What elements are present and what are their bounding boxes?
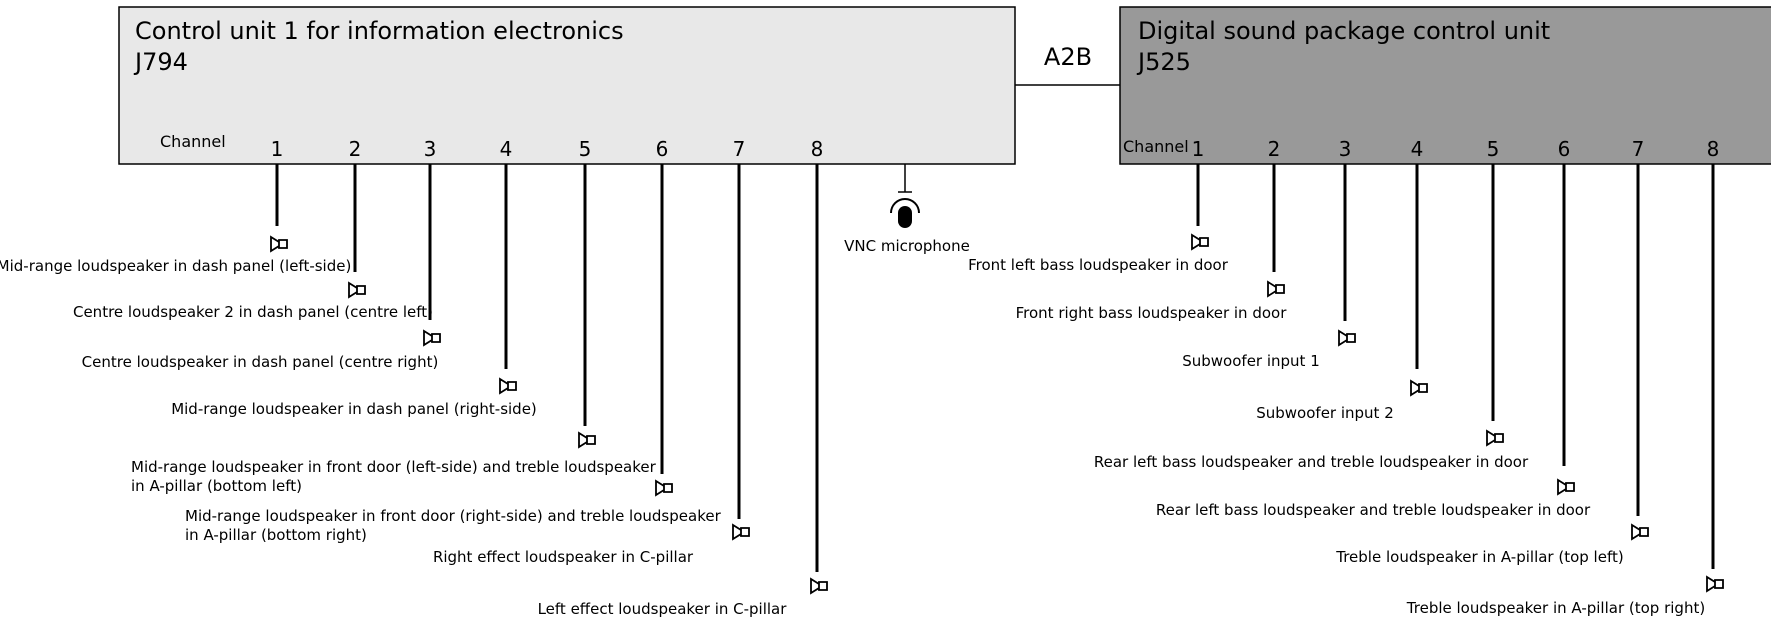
a2b-bus-label: A2B	[1044, 43, 1092, 71]
left-control-unit-box	[118, 6, 1016, 165]
left-unit-title: Control unit 1 for information electroni…	[135, 17, 624, 45]
loudspeaker-icon	[1706, 575, 1724, 593]
right-channel-number: 5	[1487, 137, 1500, 161]
left-channel-number: 5	[579, 137, 592, 161]
loudspeaker-icon	[1486, 429, 1504, 447]
right-channel-number: 2	[1268, 137, 1281, 161]
microphone-cup	[890, 198, 920, 214]
vnc-microphone-label: VNC microphone	[844, 237, 970, 255]
loudspeaker-icon	[655, 479, 673, 497]
right-channel-label: Subwoofer input 2	[1256, 404, 1394, 422]
loudspeaker-icon	[1410, 379, 1428, 397]
loudspeaker-icon	[1191, 233, 1209, 251]
right-channel-number: 3	[1339, 137, 1352, 161]
loudspeaker-icon	[578, 431, 596, 449]
left-channel-number: 3	[424, 137, 437, 161]
loudspeaker-icon	[810, 577, 828, 595]
left-channel-number: 1	[271, 137, 284, 161]
right-unit-code: J525	[1136, 48, 1191, 76]
left-channel-label: Mid-range loudspeaker in dash panel (rig…	[171, 400, 537, 418]
right-channel-number: 8	[1707, 137, 1720, 161]
right-unit-title: Digital sound package control unit	[1138, 17, 1550, 45]
right-channel-label: Treble loudspeaker in A-pillar (top left…	[1335, 548, 1623, 566]
left-channel-number: 8	[811, 137, 824, 161]
left-channel-label: Mid-range loudspeaker in dash panel (lef…	[0, 257, 351, 275]
loudspeaker-icon	[270, 235, 288, 253]
left-channel-number: 7	[733, 137, 746, 161]
right-control-unit-box	[1119, 6, 1771, 165]
left-channel-label: Left effect loudspeaker in C-pillar	[538, 600, 788, 618]
right-channel-label: Front right bass loudspeaker in door	[1016, 304, 1288, 322]
right-channel-number: 6	[1558, 137, 1571, 161]
loudspeaker-icon	[1267, 280, 1285, 298]
left-channel-label: Right effect loudspeaker in C-pillar	[433, 548, 694, 566]
right-channel-label: Subwoofer input 1	[1182, 352, 1320, 370]
loudspeaker-icon	[1631, 523, 1649, 541]
left-channel-label: Mid-range loudspeaker in front door (lef…	[131, 458, 657, 495]
right-channel-label: Channel	[1123, 137, 1189, 156]
left-channel-label: Channel	[160, 132, 226, 151]
vnc-microphone	[890, 164, 920, 228]
loudspeaker-icon	[348, 281, 366, 299]
right-channel-label: Treble loudspeaker in A-pillar (top righ…	[1406, 599, 1705, 617]
left-channel-label: Centre loudspeaker in dash panel (centre…	[82, 353, 439, 371]
loudspeaker-icon	[732, 523, 750, 541]
left-channel-number: 4	[500, 137, 513, 161]
right-channel-label: Rear left bass loudspeaker and treble lo…	[1094, 453, 1529, 471]
microphone-icon	[898, 206, 912, 228]
left-channel-label: Mid-range loudspeaker in front door (rig…	[185, 507, 722, 544]
right-channel-number: 4	[1411, 137, 1424, 161]
loudspeaker-icon	[1338, 329, 1356, 347]
loudspeaker-icon	[1557, 478, 1575, 496]
left-channel-number: 2	[349, 137, 362, 161]
left-unit-code: J794	[133, 48, 188, 76]
right-channel-number: 7	[1632, 137, 1645, 161]
left-channel-label: Centre loudspeaker 2 in dash panel (cent…	[73, 303, 433, 321]
right-channel-label: Rear left bass loudspeaker and treble lo…	[1156, 501, 1591, 519]
right-channel-number: 1	[1192, 137, 1205, 161]
right-channel-label: Front left bass loudspeaker in door	[968, 256, 1229, 274]
loudspeaker-icon	[423, 329, 441, 347]
left-channel-number: 6	[656, 137, 669, 161]
loudspeaker-icon	[499, 377, 517, 395]
